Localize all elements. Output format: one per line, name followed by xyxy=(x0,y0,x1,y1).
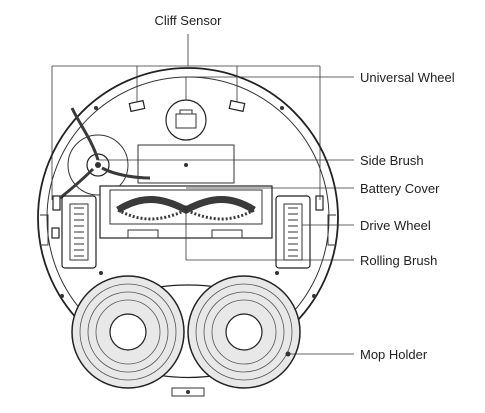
mop-holder xyxy=(71,275,301,397)
label-cliff-sensor: Cliff Sensor xyxy=(155,13,223,28)
label-mop-holder: Mop Holder xyxy=(360,347,428,362)
label-battery-cover: Battery Cover xyxy=(360,181,440,196)
label-universal-wheel: Universal Wheel xyxy=(360,70,455,85)
side-brush xyxy=(59,107,151,200)
drive-wheel-right xyxy=(275,195,311,269)
label-side-brush: Side Brush xyxy=(360,153,424,168)
cliff-sensor-pads xyxy=(51,99,324,239)
universal-wheel xyxy=(165,99,207,141)
label-rolling-brush: Rolling Brush xyxy=(360,253,437,268)
leader-lines xyxy=(51,34,354,355)
drive-wheel-left xyxy=(61,195,97,269)
battery-cover xyxy=(137,144,235,184)
label-drive-wheel: Drive Wheel xyxy=(360,218,431,233)
